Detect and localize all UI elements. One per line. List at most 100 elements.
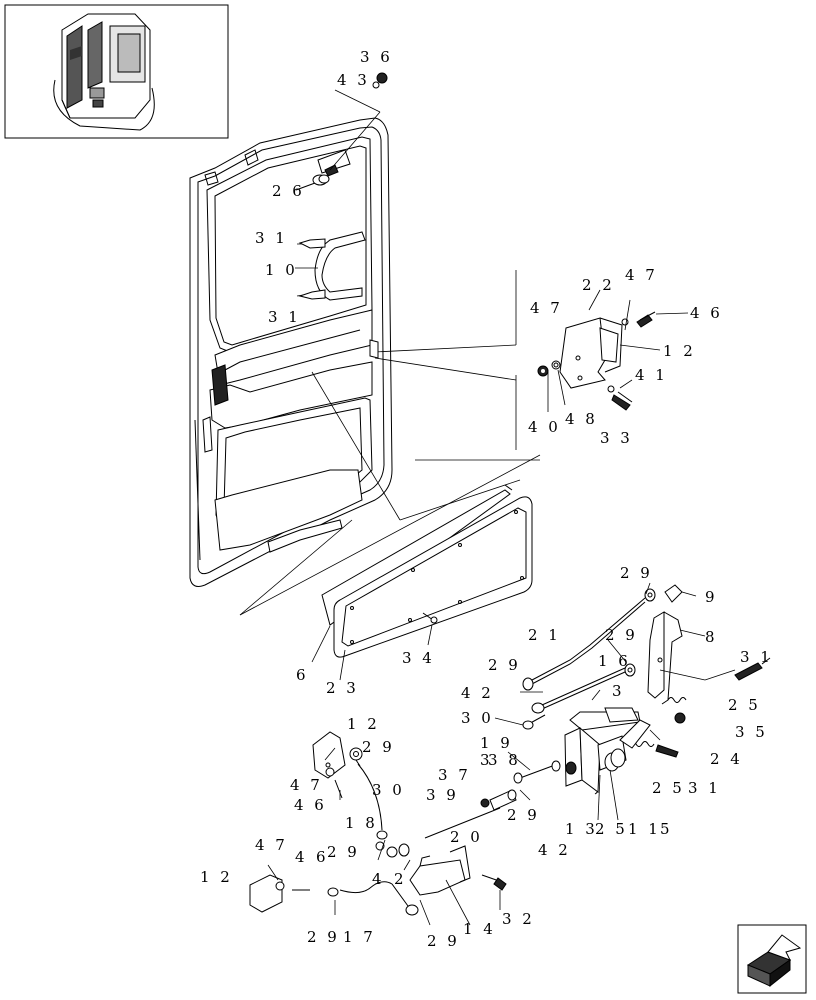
next-page-arrow-icon[interactable]: [737, 924, 807, 994]
callout-25: 2 5: [595, 820, 628, 838]
callout-33: 3 3: [600, 429, 633, 447]
callout-42: 4 2: [538, 841, 571, 859]
nut-36: [372, 72, 388, 89]
callout-29: 2 9: [507, 806, 540, 824]
screw-34: [422, 612, 438, 624]
callout-31: 3 1: [255, 229, 288, 247]
callout-31: 3 1: [688, 779, 721, 797]
rod-21: [522, 588, 656, 691]
callout-9: 9: [705, 588, 718, 606]
lever-8: [647, 611, 736, 705]
callout-39: 3 9: [426, 786, 459, 804]
callout-30: 3 0: [461, 709, 494, 727]
rod-16: [531, 663, 636, 714]
callout-38: 3 8: [488, 751, 521, 769]
rod-18: [355, 759, 388, 840]
callout-29: 2 9: [327, 843, 360, 861]
callout-labels: 3 6 4 3 2 6 3 1 1 0 3 1 2 2 4 7 4 7 4 6 …: [200, 48, 773, 950]
callout-6: 6: [316, 848, 329, 866]
callout-29: 2 9: [307, 928, 340, 946]
bolt-31: [734, 657, 771, 681]
rod-20: [424, 807, 501, 839]
callout-43: 4 3: [337, 71, 370, 89]
bolt-33: [607, 379, 633, 411]
nut-30-mid: [398, 843, 410, 857]
bolt-46: [621, 311, 689, 328]
callout-29: 2 9: [605, 626, 638, 644]
callout-42: 4 2: [461, 684, 494, 702]
callout-47: 4 7: [290, 776, 323, 794]
callout-47: 4 7: [255, 836, 288, 854]
pin-19: [513, 760, 561, 784]
callout-40: 4 0: [528, 418, 561, 436]
callout-11: 1 1: [628, 820, 661, 838]
callout-31: 3 1: [268, 308, 301, 326]
callout-22: 2 2: [582, 276, 615, 294]
rod-17: [327, 881, 419, 916]
callout-12: 1 2: [347, 715, 380, 733]
callout-24: 2 4: [710, 750, 743, 768]
callout-47: 4 7: [530, 299, 563, 317]
callout-25: 2 5: [728, 696, 761, 714]
callout-25: 2 5: [652, 779, 685, 797]
callout-12: 1 2: [200, 868, 233, 886]
callout-46: 4 6: [690, 304, 723, 322]
panel-23: [333, 496, 533, 658]
bolt-24: [655, 744, 679, 758]
callout-6: 6: [296, 666, 309, 684]
callout-31: 3 1: [740, 648, 773, 666]
lever-9: [664, 584, 697, 603]
nut-29-mid: [375, 841, 398, 858]
callout-23: 2 3: [326, 679, 359, 697]
callout-8: 8: [705, 628, 718, 646]
callout-3-left: 3: [480, 751, 493, 769]
callout-29: 2 9: [362, 738, 395, 756]
callout-2: 2: [394, 870, 407, 888]
callout-20: 2 0: [450, 828, 483, 846]
callout-13: 1 3: [565, 820, 598, 838]
callout-48: 4 8: [565, 410, 598, 428]
callout-37: 3 7: [438, 766, 471, 784]
cab-thumbnail-icon: [4, 4, 229, 139]
callout-35: 3 5: [735, 723, 768, 741]
callout-29: 2 9: [488, 656, 521, 674]
nut-35: [674, 712, 686, 724]
callout-17: 1 7: [343, 928, 376, 946]
callout-36: 3 6: [360, 48, 393, 66]
callout-46: 4 6: [294, 796, 327, 814]
callout-3: 3: [612, 682, 625, 700]
callout-5: 5: [660, 820, 673, 838]
washers-40-48: [537, 360, 561, 377]
knob-26: [295, 174, 330, 191]
callout-10: 1 0: [265, 261, 298, 279]
callout-4: 4: [372, 870, 385, 888]
callout-18: 1 8: [345, 814, 378, 832]
callout-14: 1 4: [463, 920, 496, 938]
bushing-38: [489, 789, 517, 811]
callout-4: 4: [295, 848, 308, 866]
bolt-32: [481, 874, 507, 891]
bracket-12-lower: [249, 874, 310, 913]
handle-10: [295, 231, 366, 301]
callout-32: 3 2: [502, 910, 535, 928]
callout-41: 4 1: [635, 366, 668, 384]
nut-29-bracket: [349, 747, 363, 761]
callout-29: 2 9: [620, 564, 653, 582]
spring-30: [522, 714, 546, 730]
seal-6: [321, 484, 513, 626]
callout-29: 2 9: [427, 932, 460, 950]
callout-12: 1 2: [663, 342, 696, 360]
door-frame: [189, 117, 393, 587]
callout-21: 2 1: [528, 626, 561, 644]
washer-39: [480, 798, 490, 808]
bracket-14: [409, 845, 471, 896]
callout-47: 4 7: [625, 266, 658, 284]
callout-26: 2 6: [272, 182, 305, 200]
callout-34: 3 4: [402, 649, 435, 667]
bracket-22: [559, 317, 623, 389]
lever-assembly-3: [564, 707, 651, 821]
callout-16: 1 6: [598, 652, 631, 670]
callout-19: 1 9: [480, 734, 513, 752]
callout-30: 3 0: [372, 781, 405, 799]
